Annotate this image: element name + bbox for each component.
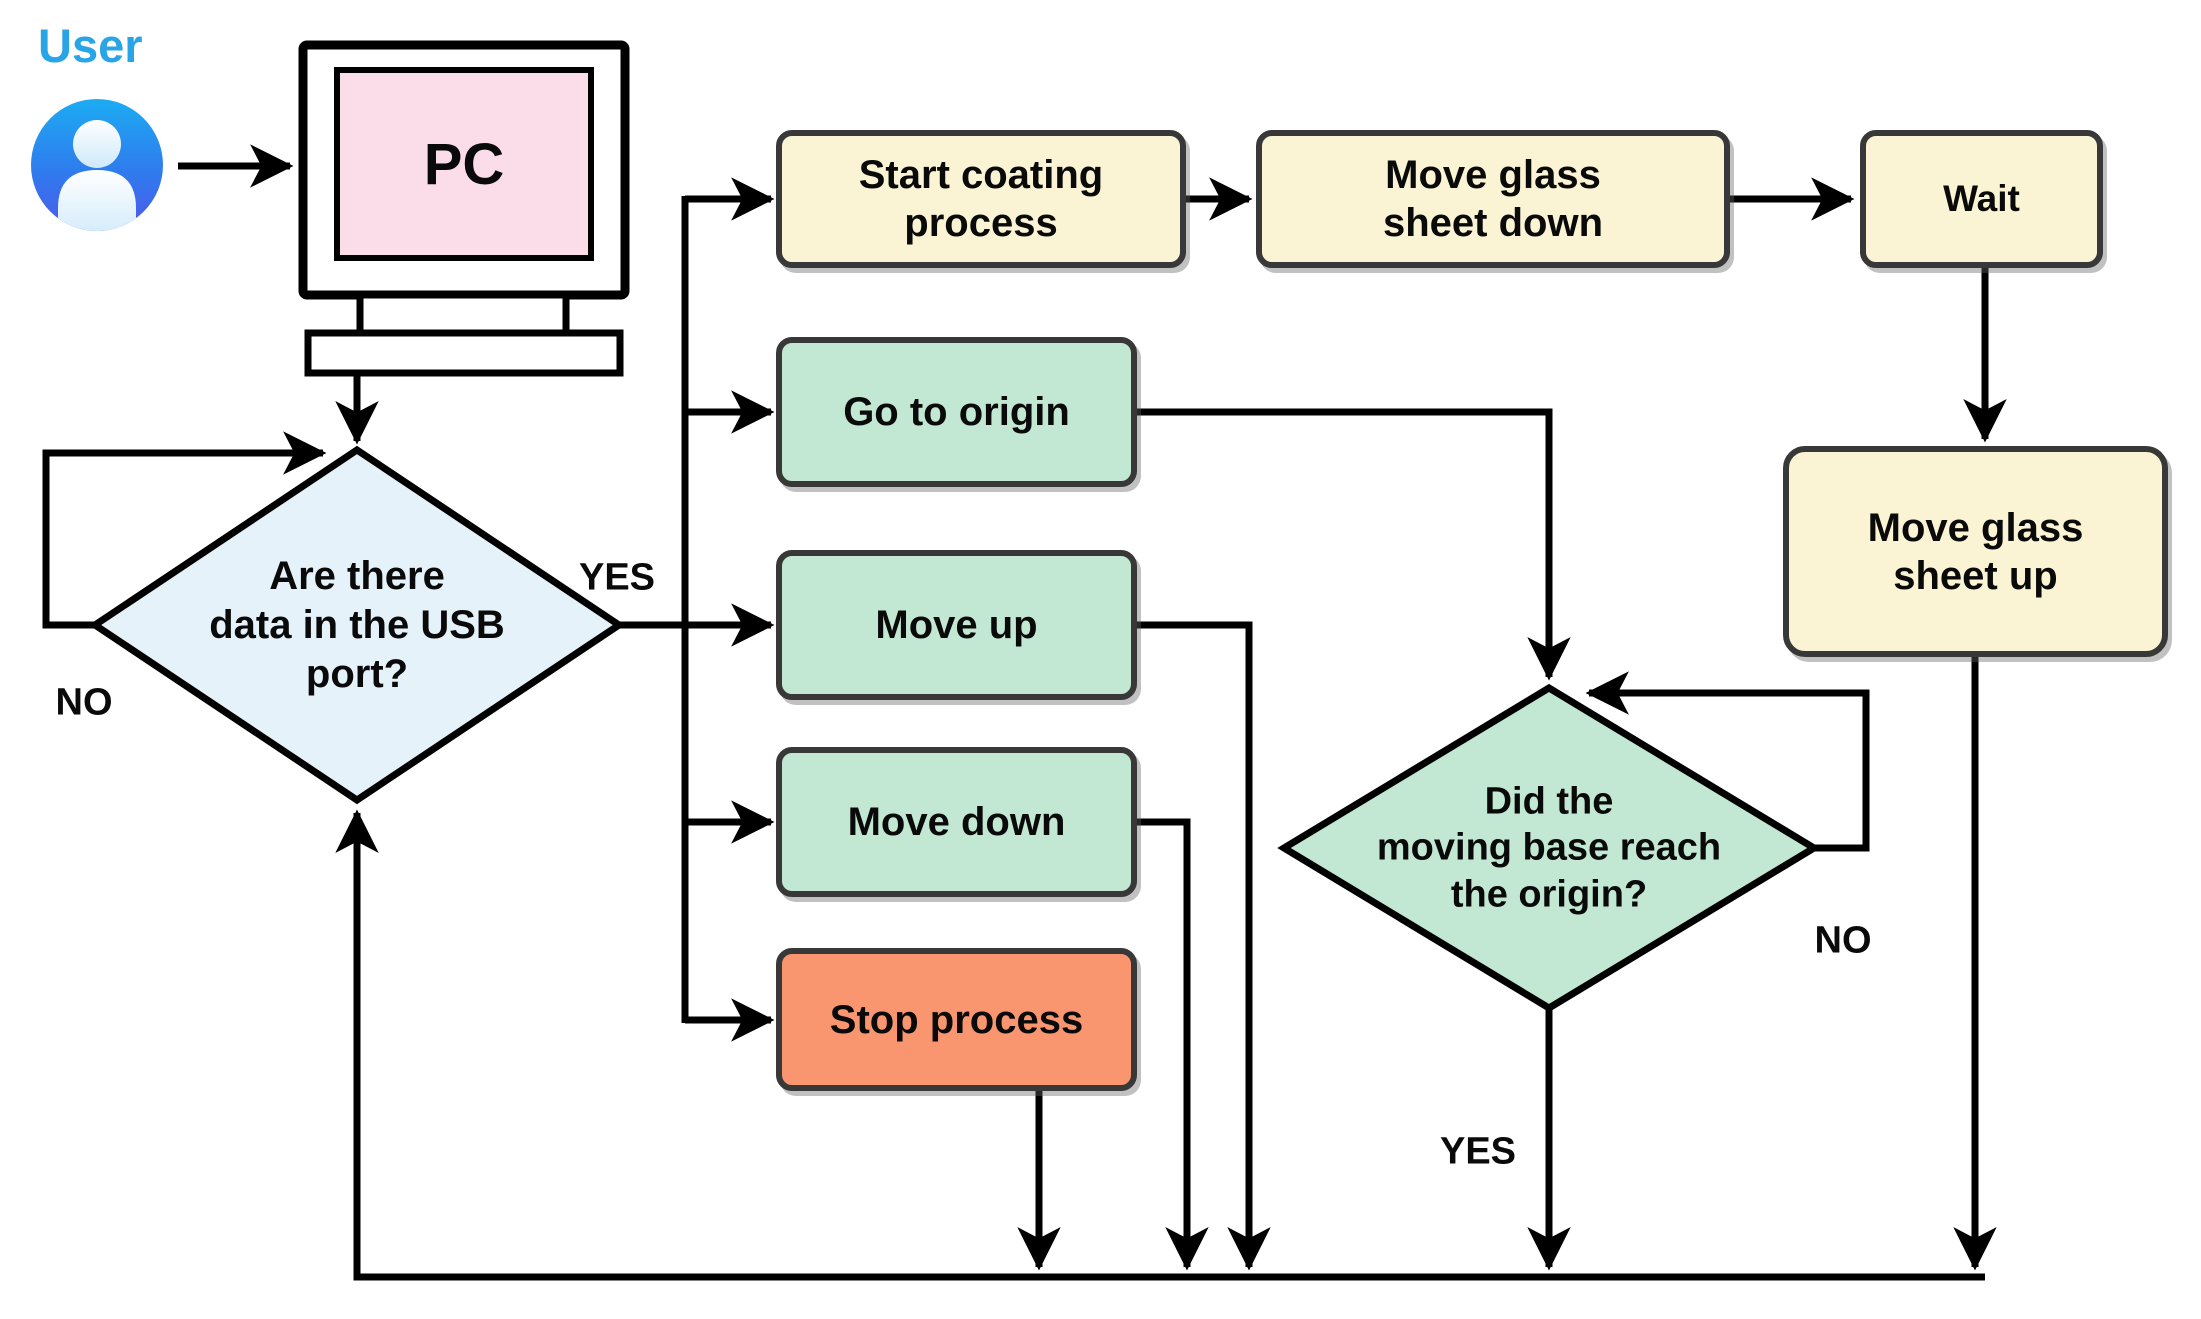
decision-origin-reached-label: Did the moving base reach the origin? — [1376, 780, 1722, 916]
node-move-glass-sheet-down: Move glass sheet down — [1256, 130, 1730, 268]
usb-yes-label: YES — [578, 556, 656, 599]
connector-bottom-return-to-usb-decision — [335, 809, 1985, 1281]
node-wait: Wait — [1860, 130, 2103, 268]
usb-no-label: NO — [55, 681, 113, 724]
node-go-to-origin: Go to origin — [776, 337, 1137, 487]
node-stop-process: Stop process — [776, 948, 1137, 1091]
node-start-coating-process: Start coating process — [776, 130, 1186, 268]
node-move-down: Move down — [776, 747, 1137, 897]
connector-usb-no-loop — [42, 431, 327, 629]
pc-label: PC — [423, 131, 505, 197]
connector-origin-no-loop — [1585, 671, 1870, 852]
decision-origin-reached — [1277, 683, 1821, 1013]
connector-move-up-to-bottom — [1137, 621, 1271, 1271]
user-avatar-icon — [31, 99, 163, 231]
node-move-up: Move up — [776, 550, 1137, 700]
connector-go-to-origin-to-origin-decision — [1137, 408, 1571, 681]
user-label: User — [38, 19, 143, 72]
node-move-glass-sheet-up: Move glass sheet up — [1783, 446, 2168, 657]
connector-move-down-to-bottom — [1137, 818, 1209, 1271]
origin-yes-label: YES — [1439, 1130, 1517, 1173]
decision-usb-data — [88, 445, 626, 805]
origin-no-label: NO — [1814, 919, 1872, 962]
decision-usb-data-label: Are there data in the USB port? — [209, 553, 505, 696]
